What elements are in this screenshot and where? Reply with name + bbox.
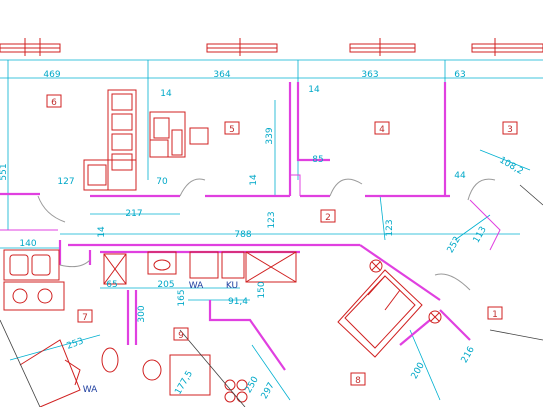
room-tags: 6 5 4 3 2 1 7 9 8 [46, 94, 518, 386]
dimension-value: 85 [312, 155, 323, 165]
dimension-value: 252 [446, 235, 463, 255]
outer-wall-outline [0, 184, 543, 407]
dimension-value: 70 [156, 177, 168, 187]
dimension-value: 14 [97, 226, 107, 238]
dimension-value: 339 [265, 127, 275, 144]
room-number: 5 [229, 125, 235, 135]
dimension-value: 91,4 [228, 297, 248, 307]
room-number: 8 [355, 376, 361, 386]
dimension-lines [0, 59, 543, 401]
room-number: 3 [507, 125, 513, 135]
fixture-label: WA [83, 385, 98, 395]
dimension-value: 14 [308, 85, 320, 95]
dimension-value: 123 [385, 219, 395, 236]
dimension-value: 469 [43, 70, 60, 80]
kitchen-fixtures [3, 249, 297, 407]
dimension-value: 65 [106, 280, 117, 290]
dimension-value: 253 [66, 336, 86, 351]
room-number: 6 [51, 98, 57, 108]
dimension-value: 788 [234, 230, 251, 240]
room-number: 4 [379, 125, 385, 135]
dimension-value: 217 [125, 209, 142, 219]
dimension-value: 250 [244, 375, 261, 395]
fixture-labels: WA KU WA [83, 281, 238, 395]
door-swings [37, 178, 496, 291]
dimension-value: 113 [472, 225, 489, 245]
room-number: 7 [82, 313, 88, 323]
dimension-value: 127 [57, 177, 74, 187]
room-number: 1 [492, 310, 498, 320]
dimension-value: 140 [19, 239, 36, 249]
dimension-value: 123 [267, 211, 277, 228]
desk [149, 111, 209, 158]
dimension-value: 14 [249, 174, 259, 186]
sofa [83, 89, 137, 191]
window-symbols [0, 38, 543, 56]
dimension-value: 363 [361, 70, 378, 80]
dimension-value: 551 [0, 163, 9, 180]
room-number: 9 [178, 331, 184, 341]
dimension-value: 165 [177, 289, 187, 306]
dimension-value: 364 [213, 70, 230, 80]
dimension-value: 297 [260, 381, 277, 401]
fixture-label: WA [189, 281, 204, 291]
dimension-values: 469 364 363 63 14 14 339 85 551 127 70 2… [0, 70, 525, 401]
bed [337, 259, 442, 358]
walls [0, 82, 501, 371]
dimension-value: 150 [257, 281, 267, 298]
dimension-value: 216 [460, 345, 477, 365]
fixture-label: KU [226, 281, 238, 291]
dimension-value: 205 [157, 280, 174, 290]
dimension-value: 108,2 [497, 155, 524, 177]
dimension-value: 44 [454, 171, 466, 181]
dimension-value: 177,5 [173, 369, 195, 396]
dimension-value: 14 [160, 89, 172, 99]
dimension-value: 300 [137, 305, 147, 322]
dimension-value: 63 [454, 70, 465, 80]
room-number: 2 [325, 213, 331, 223]
